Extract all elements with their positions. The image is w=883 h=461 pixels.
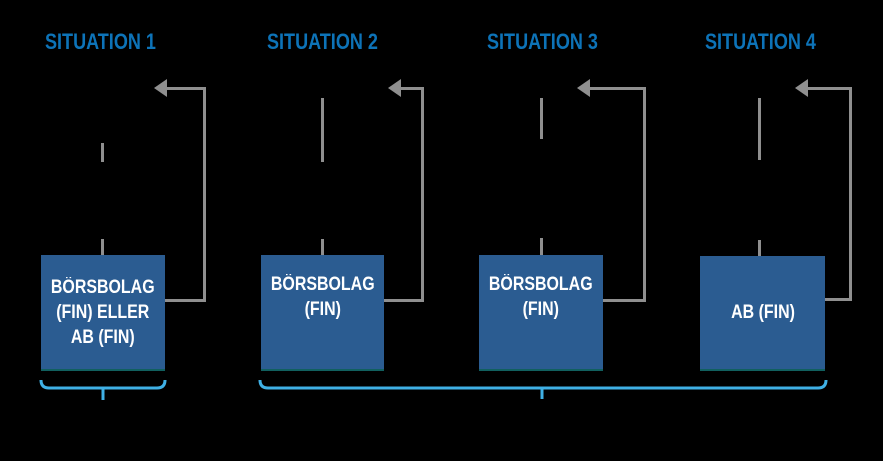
situation-3-feedback-line-top [590,87,646,90]
situation-1-upper-line [101,143,104,162]
situation-1-feedback-line-top [167,87,206,90]
situation-3-feedback-line-vertical [643,87,646,301]
situation-2-lower-line [321,239,324,255]
situation-2-upper-line [321,98,324,162]
situation-2-company-label: BÖRSBOLAG (FIN) [270,274,375,320]
situation-1-arrow-left-icon [154,79,167,97]
situation-1-company-label: BÖRSBOLAG (FIN) ELLER AB (FIN) [51,276,155,348]
situation-4-lower-line [758,240,761,256]
situation-4-title: SITUATION 4 [705,29,816,54]
situation-3-arrow-left-icon [577,79,590,97]
situation-4-arrow-left-icon [795,79,808,97]
situation-2-feedback-line-top [401,87,424,90]
situation-1-title: SITUATION 1 [45,29,156,54]
situation-2-company-box: BÖRSBOLAG (FIN) [261,255,384,371]
situation-1-underbrace [39,380,167,400]
situation-4-company-box: AB (FIN) [700,256,825,371]
situation-3-title: SITUATION 3 [487,29,598,54]
situation-1-lower-line [101,239,104,255]
situation-1-feedback-line-bottom [165,299,206,302]
situation-4-upper-line [758,98,761,160]
situation-1-feedback-line-vertical [203,87,206,301]
situations-2-4-underbrace [258,380,828,399]
situation-4-feedback-line-top [808,87,852,90]
situation-4-feedback-line-vertical [849,87,852,300]
situation-2-feedback-line-vertical [421,87,424,301]
situation-2-arrow-left-icon [388,79,401,97]
situation-3-feedback-line-bottom [603,299,646,302]
situation-2-feedback-line-bottom [384,299,424,302]
situation-4-feedback-line-bottom [825,298,852,301]
situation-3-company-label: BÖRSBOLAG (FIN) [489,274,593,320]
situation-2-title: SITUATION 2 [267,29,378,54]
situation-4-company-label: AB (FIN) [730,302,795,323]
situation-3-upper-line [540,98,543,139]
situation-3-company-box: BÖRSBOLAG (FIN) [479,255,603,371]
situation-3-lower-line [540,238,543,255]
situation-1-company-box: BÖRSBOLAG (FIN) ELLER AB (FIN) [41,255,165,371]
